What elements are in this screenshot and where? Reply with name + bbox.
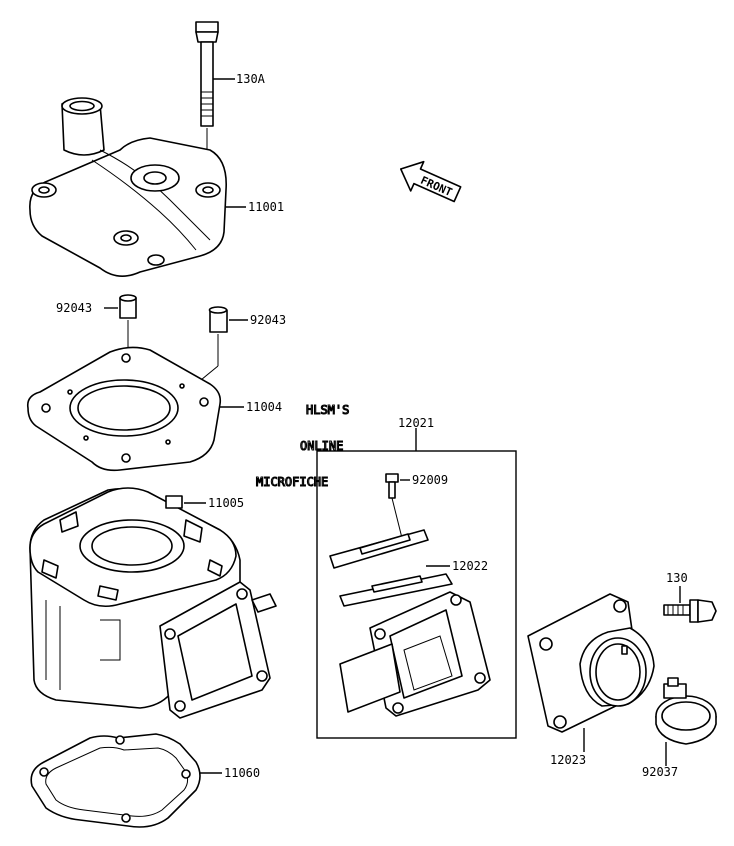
watermark-line2: ONLINE xyxy=(300,439,343,453)
label-12023: 12023 xyxy=(550,753,586,767)
cylinder-11005-icon[interactable] xyxy=(29,487,277,719)
dowel-pin-92043-left-icon[interactable] xyxy=(119,294,137,319)
label-11060: 11060 xyxy=(224,766,260,780)
head-gasket-11004-icon[interactable] xyxy=(26,346,222,472)
label-130: 130 xyxy=(666,571,688,585)
label-92043-left: 92043 xyxy=(56,301,92,315)
hose-clamp-92037-icon[interactable] xyxy=(655,677,717,745)
cylinder-head-11001-icon[interactable] xyxy=(29,97,227,277)
label-130a: 130A xyxy=(236,72,266,86)
label-92009: 92009 xyxy=(412,473,448,487)
label-12021: 12021 xyxy=(398,416,434,430)
label-12022: 12022 xyxy=(452,559,488,573)
label-11001: 11001 xyxy=(248,200,284,214)
label-92037: 92037 xyxy=(642,765,678,779)
reed-petal-12022-icon[interactable] xyxy=(339,573,453,607)
label-11005: 11005 xyxy=(208,496,244,510)
watermark: HLSM'S ONLINE MICROFICHE xyxy=(255,402,349,489)
intake-manifold-12023-icon[interactable] xyxy=(527,593,655,733)
watermark-line3: MICROFICHE xyxy=(256,475,328,489)
dowel-pin-92043-right-icon[interactable] xyxy=(208,306,228,333)
reed-stopper-icon[interactable] xyxy=(329,529,429,569)
bolt-130-icon[interactable] xyxy=(663,599,717,623)
screw-92009-icon[interactable] xyxy=(385,473,399,499)
base-gasket-11060-icon[interactable] xyxy=(30,733,201,828)
reed-block-icon[interactable] xyxy=(339,591,491,717)
bolt-130a-icon[interactable] xyxy=(195,21,219,127)
watermark-line1: HLSM'S xyxy=(306,403,349,417)
label-11004: 11004 xyxy=(246,400,282,414)
label-92043-right: 92043 xyxy=(250,313,286,327)
leader-line xyxy=(391,497,403,539)
front-direction-arrow-icon: FRONT xyxy=(399,160,462,203)
